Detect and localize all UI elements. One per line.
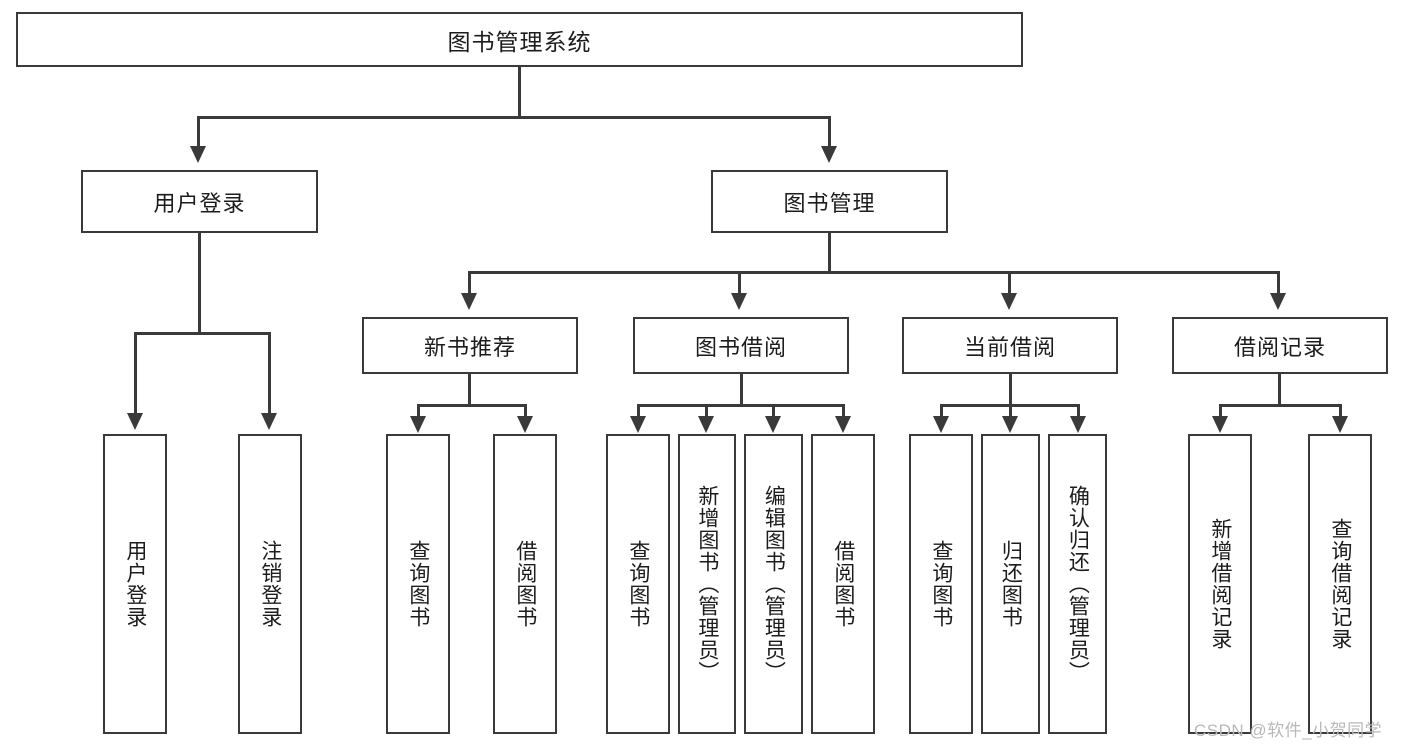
node-leaf-query-book-current: 查询图书: [909, 434, 973, 734]
edge-new-book-to-leaf-2: [524, 404, 527, 424]
node-book-borrow: 图书借阅: [633, 317, 849, 374]
edge-new-book-to-leaf-1: [417, 404, 420, 424]
node-user-login: 用户登录: [81, 170, 318, 233]
edge-book-manage-to-l3-2: [738, 271, 741, 296]
edge-book-borrow-to-leaf-2: [705, 404, 708, 424]
node-leaf-user-login: 用户登录: [103, 434, 167, 734]
arrow-new-book-to-leaf-1: [410, 416, 426, 433]
arrow-book-manage-to-l3-4: [1270, 293, 1286, 310]
arrow-root-to-user-login: [190, 146, 206, 163]
arrow-book-manage-to-l3-2: [731, 293, 747, 310]
edge-current-borrow-to-leaf-1: [940, 404, 943, 424]
edge-book-borrow-to-leaf-1: [637, 404, 640, 424]
edge-book-manage-stem: [828, 233, 831, 274]
edge-user-login-to-leaf-1: [134, 332, 137, 415]
arrow-new-book-to-leaf-2: [517, 416, 533, 433]
node-book-manage: 图书管理: [711, 170, 948, 233]
edge-book-borrow-bar: [637, 404, 845, 407]
edge-book-manage-to-l3-1: [468, 271, 471, 296]
edge-book-borrow-to-leaf-4: [842, 404, 845, 424]
node-leaf-borrow-book-new: 借阅图书: [493, 434, 557, 734]
node-leaf-confirm-return: 确认归还（管理员）: [1048, 434, 1107, 734]
node-leaf-user-logout: 注销登录: [238, 434, 302, 734]
node-new-book-recommend: 新书推荐: [362, 317, 578, 374]
edge-book-manage-to-l3-3: [1008, 271, 1011, 296]
arrow-book-borrow-to-leaf-4: [835, 416, 851, 433]
edge-new-book-bar: [417, 404, 527, 407]
edge-borrow-record-to-leaf-1: [1219, 404, 1222, 424]
arrow-current-borrow-to-leaf-3: [1070, 416, 1086, 433]
node-leaf-add-record: 新增借阅记录: [1188, 434, 1252, 734]
edge-book-borrow-stem: [740, 374, 743, 406]
node-leaf-query-book-borrow: 查询图书: [606, 434, 670, 734]
edge-borrow-record-bar: [1219, 404, 1342, 407]
edge-root-to-book-manage: [828, 116, 831, 149]
edge-new-book-stem: [468, 374, 471, 406]
arrow-book-manage-to-l3-1: [461, 293, 477, 310]
node-leaf-add-book: 新增图书（管理员）: [678, 434, 736, 734]
edge-book-borrow-to-leaf-3: [772, 404, 775, 424]
arrow-borrow-record-to-leaf-2: [1332, 416, 1348, 433]
edge-borrow-record-to-leaf-2: [1339, 404, 1342, 424]
edge-root-stem: [518, 67, 521, 117]
edge-user-login-bar: [134, 332, 271, 335]
edge-user-login-to-leaf-2: [268, 332, 271, 415]
edge-current-borrow-to-leaf-2: [1009, 404, 1012, 424]
node-leaf-query-record: 查询借阅记录: [1308, 434, 1372, 734]
edge-current-borrow-to-leaf-3: [1077, 404, 1080, 424]
csdn-watermark: CSDN @软件_小贺同学: [1194, 721, 1383, 740]
edge-book-manage-bar: [468, 271, 1279, 274]
node-leaf-query-book-new: 查询图书: [386, 434, 450, 734]
node-current-borrow: 当前借阅: [902, 317, 1118, 374]
edge-root-bar: [197, 116, 831, 119]
arrow-borrow-record-to-leaf-1: [1212, 416, 1228, 433]
arrow-user-login-to-leaf-1: [127, 413, 143, 430]
arrow-book-borrow-to-leaf-2: [698, 416, 714, 433]
node-leaf-edit-book: 编辑图书（管理员）: [744, 434, 803, 734]
edge-root-to-user-login: [197, 116, 200, 149]
arrow-current-borrow-to-leaf-2: [1002, 416, 1018, 433]
arrow-user-login-to-leaf-2: [261, 413, 277, 430]
edge-borrow-record-stem: [1278, 374, 1281, 406]
arrow-current-borrow-to-leaf-1: [933, 416, 949, 433]
node-borrow-record: 借阅记录: [1172, 317, 1388, 374]
node-root-system: 图书管理系统: [16, 12, 1023, 67]
edge-user-login-stem: [198, 233, 201, 334]
arrow-book-manage-to-l3-3: [1001, 293, 1017, 310]
node-leaf-return-book: 归还图书: [981, 434, 1040, 734]
arrow-book-borrow-to-leaf-3: [765, 416, 781, 433]
arrow-root-to-book-manage: [821, 146, 837, 163]
edge-current-borrow-stem: [1009, 374, 1012, 406]
edge-book-manage-to-l3-4: [1277, 271, 1280, 296]
node-leaf-borrow-book-borrow: 借阅图书: [811, 434, 875, 734]
arrow-book-borrow-to-leaf-1: [630, 416, 646, 433]
